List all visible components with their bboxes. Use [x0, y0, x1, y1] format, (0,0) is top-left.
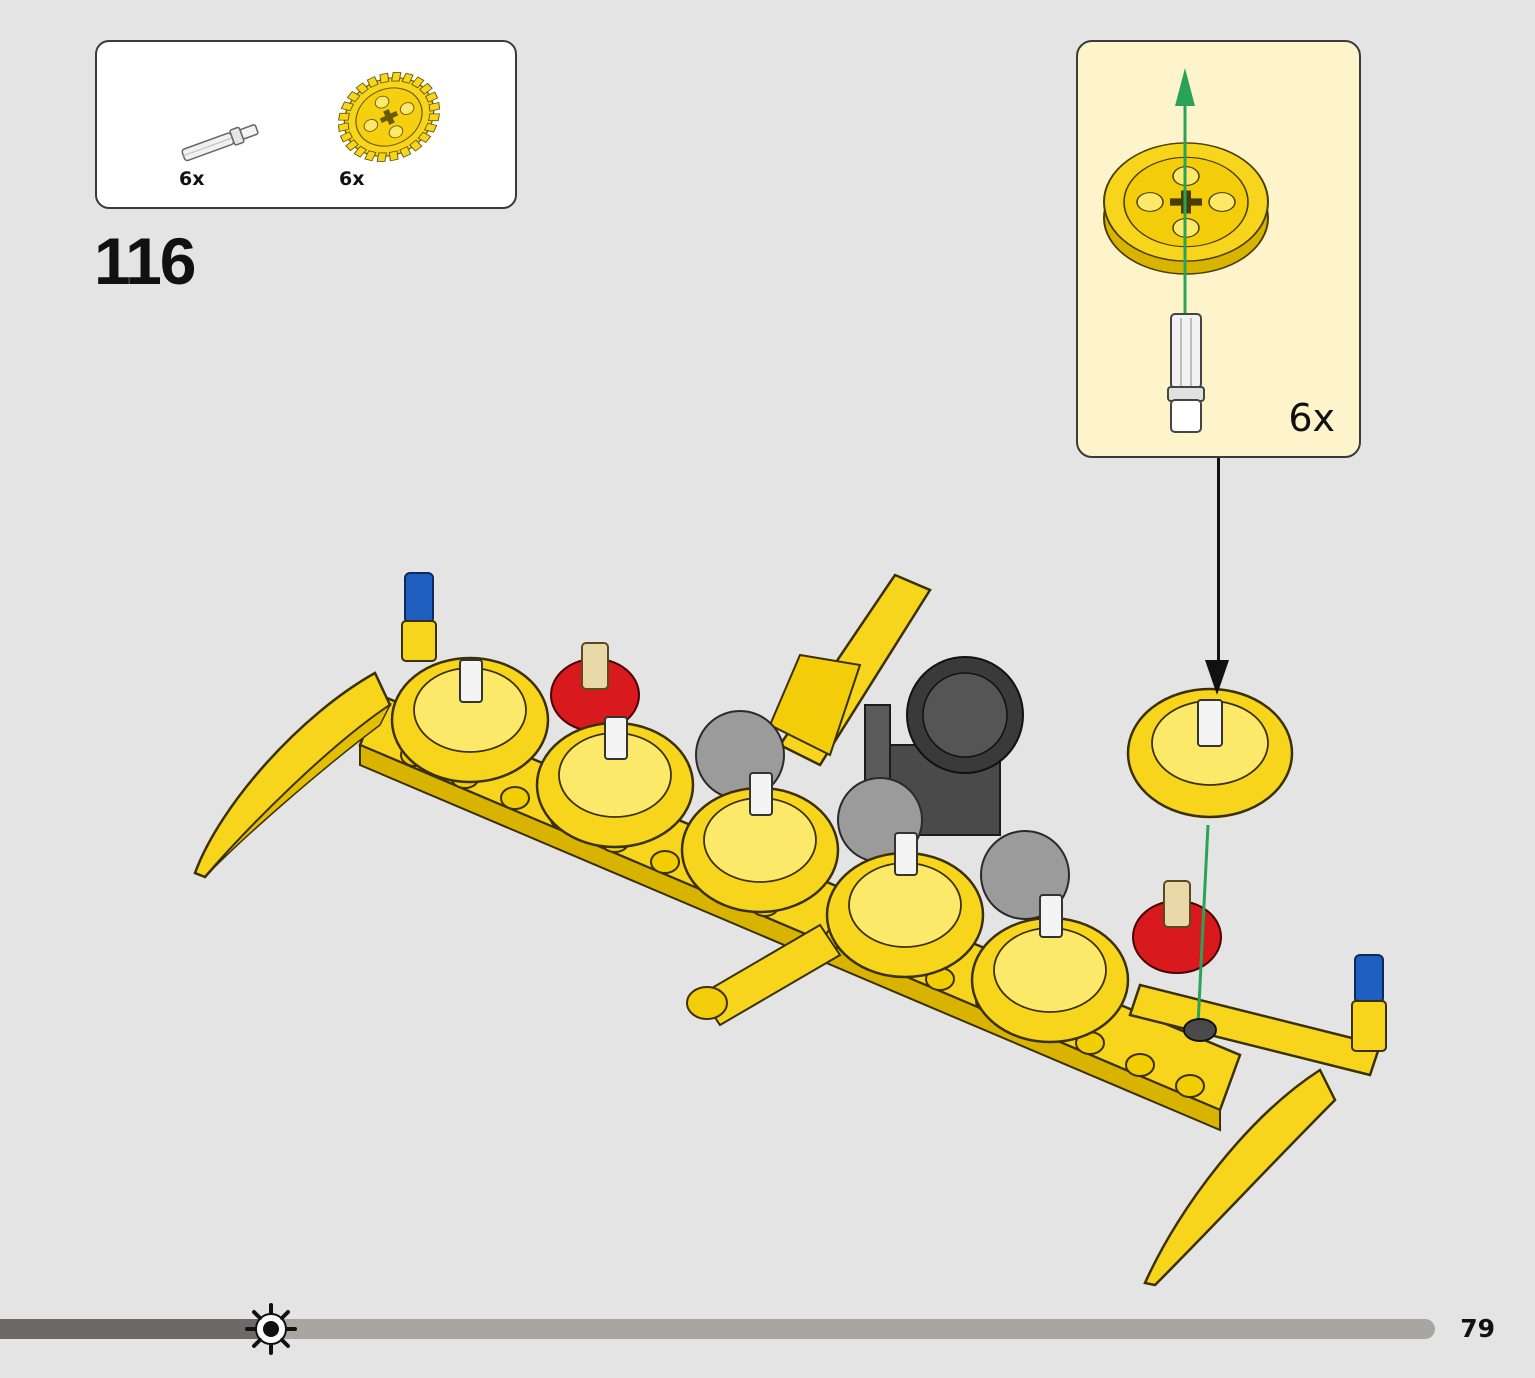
axle-pin-quantity: 6x [179, 168, 205, 190]
model-illustration [193, 572, 1387, 1287]
gear-24-quantity: 6x [339, 168, 365, 190]
page-number: 79 [1460, 1314, 1495, 1343]
arrow-up-icon [1175, 68, 1195, 106]
progress-bar [0, 1319, 1435, 1339]
gear-24-part [337, 72, 441, 162]
callout-illustration [1103, 68, 1269, 433]
step-number: 116 [94, 224, 196, 298]
callout-axle-pin [1167, 313, 1205, 433]
callout-quantity: 6x [1288, 396, 1335, 440]
parts-list-box: 6x [95, 40, 517, 209]
axle-pin-part [181, 124, 259, 162]
gear-icon [245, 1303, 297, 1355]
arrow-down-icon [1205, 660, 1229, 695]
subassembly-callout: 6x [1076, 40, 1361, 458]
progress-bar-fill [0, 1319, 265, 1339]
callout-connector-line [1217, 458, 1220, 663]
